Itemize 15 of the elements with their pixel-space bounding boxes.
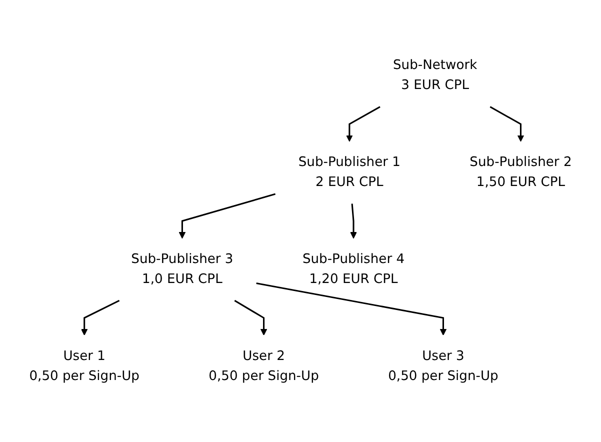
node-text: Sub-Publisher 3 1,0 EUR CPL [131,251,234,286]
arrow [80,300,120,336]
node-text: User 2 0,50 per Sign-Up [208,348,319,384]
node-text: User 1 0,50 per Sign-Up [29,348,140,384]
node-text: Sub-Publisher 1 2 EUR CPL [298,154,400,190]
arrow [350,204,357,239]
arrow [256,282,447,336]
node-text: User 3 0,50 per Sign-Up [388,348,498,384]
node-text: Sub-Publisher 2 1,50 EUR CPL [470,154,572,190]
arrow [178,193,276,239]
arrow [346,106,380,142]
arrow [490,106,524,142]
arrow [234,300,268,336]
node-text: Sub-Publisher 4 1,20 EUR CPL [302,251,405,286]
node-text: Sub-Network 3 EUR CPL [392,58,478,93]
